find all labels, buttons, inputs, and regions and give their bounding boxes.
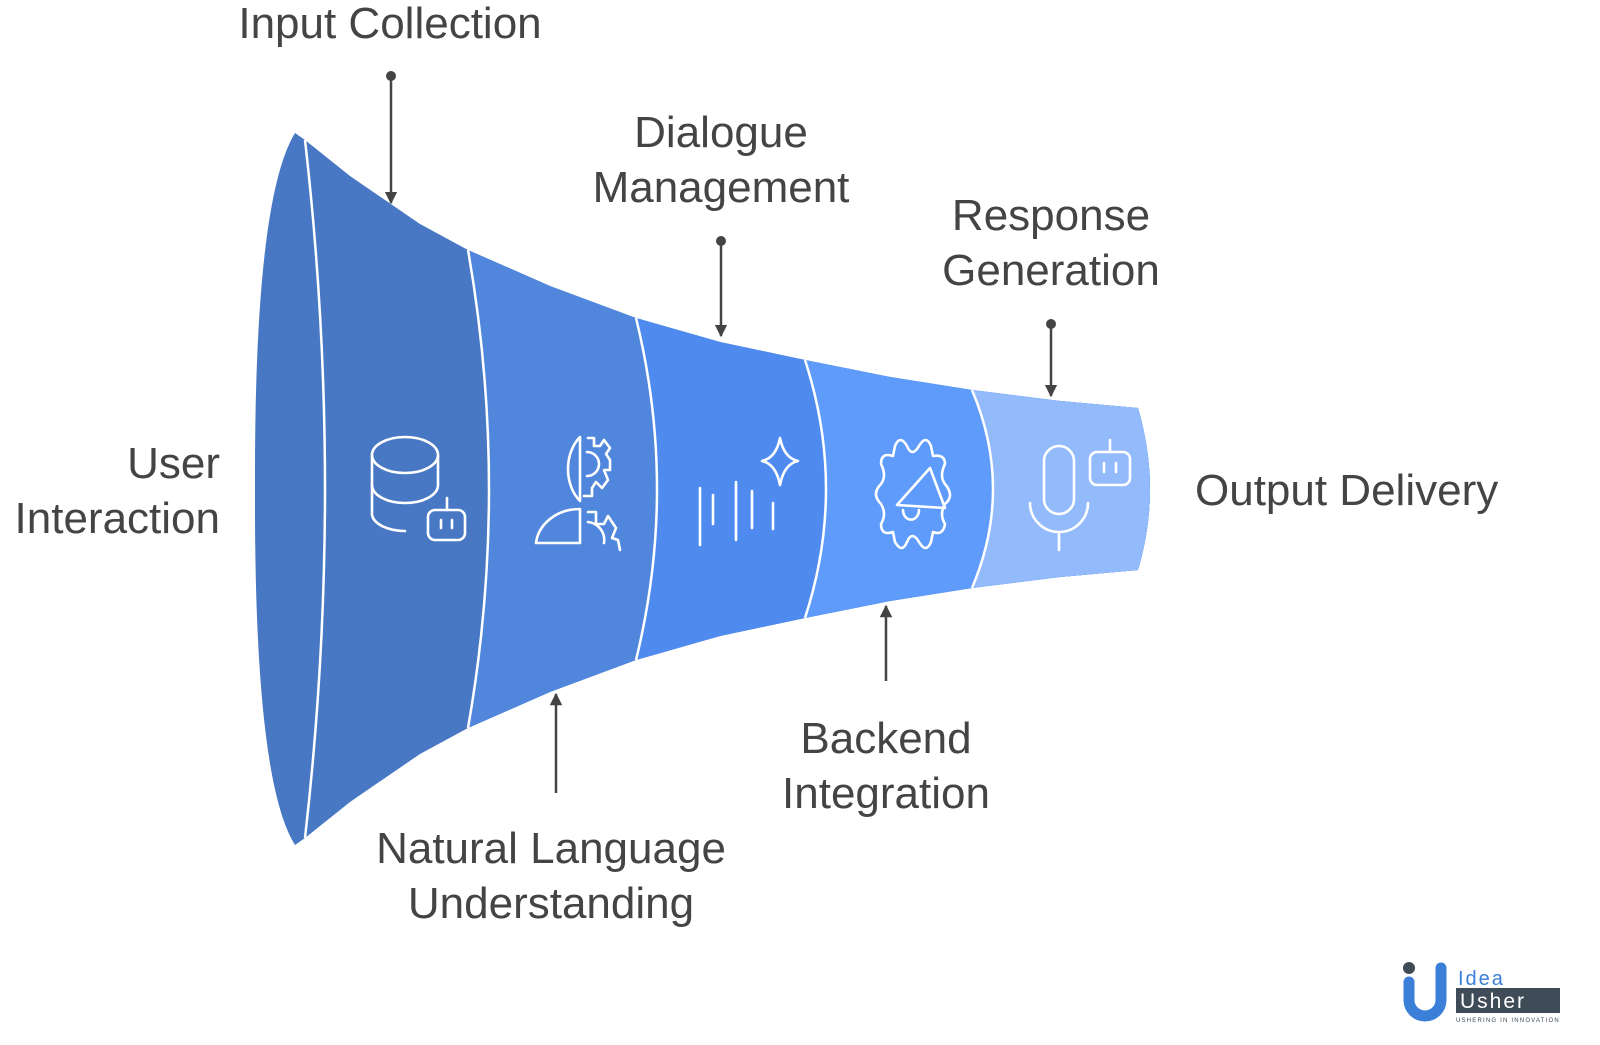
label-line: Dialogue — [634, 108, 808, 157]
label-line: Interaction — [15, 494, 220, 543]
label-response-generation: Response Generation — [942, 191, 1160, 398]
soundwave-sparkle-icon — [698, 436, 800, 547]
database-bot-icon — [370, 435, 467, 542]
funnel-stage-5 — [972, 390, 1150, 588]
label-dialogue-management: Dialogue Management — [593, 108, 850, 338]
idea-usher-logo: Idea Usher USHERING IN INNOVATION — [1403, 962, 1560, 1024]
label-natural-language-understanding: Natural Language Understanding — [376, 692, 726, 928]
label-line: Input Collection — [238, 0, 541, 48]
label-line: Natural Language — [376, 824, 726, 873]
svg-text:Idea: Idea — [1458, 968, 1505, 990]
microphone-bot-icon — [1028, 438, 1132, 552]
label-line: Understanding — [408, 879, 694, 928]
svg-text:Usher: Usher — [1460, 990, 1526, 1013]
label-line: Integration — [782, 769, 990, 818]
label-line: Output Delivery — [1195, 466, 1498, 515]
label-backend-integration: Backend Integration — [782, 604, 990, 818]
brain-gear-user-icon — [534, 435, 622, 552]
label-line: Response — [952, 191, 1150, 240]
svg-text:USHERING IN INNOVATION: USHERING IN INNOVATION — [1456, 1018, 1560, 1024]
label-line: Backend — [800, 714, 971, 763]
gear-megaphone-icon — [874, 438, 952, 550]
label-input-collection: Input Collection — [238, 0, 542, 205]
stage-divider — [466, 249, 491, 729]
funnel — [254, 133, 1150, 845]
funnel-mouth-edge — [303, 139, 327, 839]
label-line: Generation — [942, 246, 1160, 295]
label-user-interaction: User Interaction — [15, 439, 220, 543]
stage-divider — [803, 359, 828, 619]
label-output-delivery: Output Delivery — [1195, 466, 1498, 515]
stage-divider — [634, 317, 659, 661]
label-line: Management — [593, 163, 850, 212]
label-line: User — [127, 439, 220, 488]
stage-divider — [970, 389, 995, 589]
